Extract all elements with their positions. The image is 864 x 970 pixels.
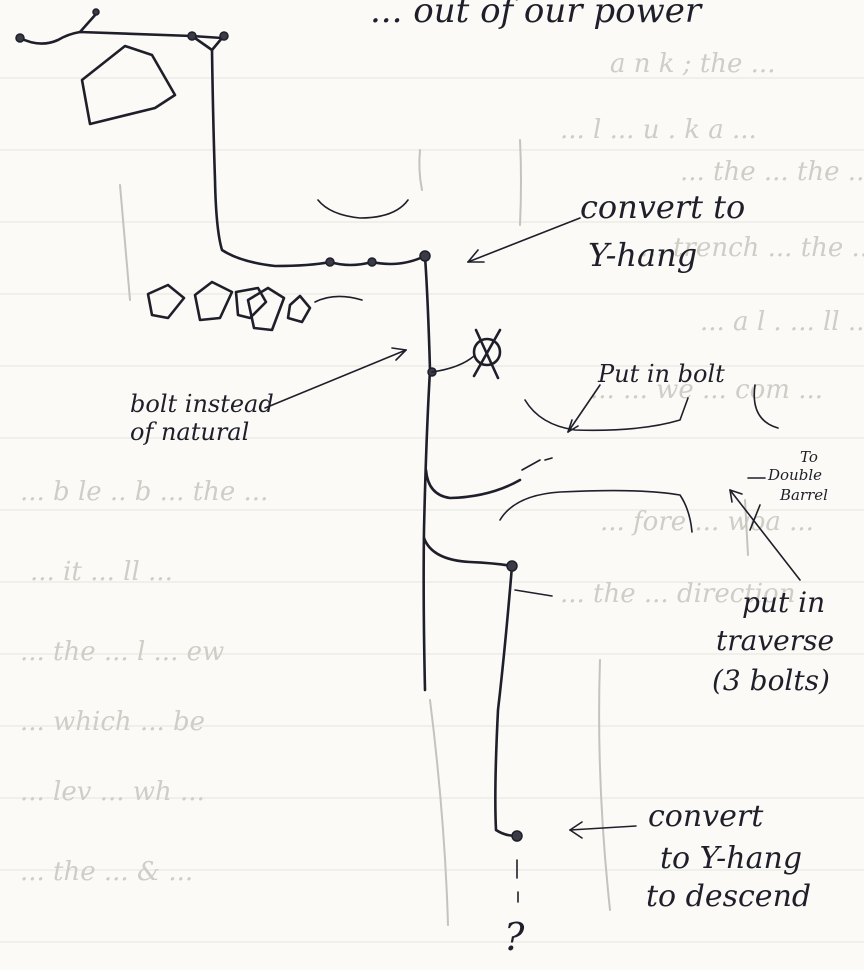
show-through-line: ... lev ... wh ...: [20, 777, 205, 807]
bolt-marker: [16, 34, 24, 42]
question-mark: ?: [504, 915, 525, 959]
bolt-marker: [368, 258, 376, 266]
annotations: convert to Y-hang Put in bolt bolt inste…: [130, 188, 834, 959]
show-through-line: ... a l . ... ll ...: [700, 307, 864, 337]
bolt-marker: [326, 258, 334, 266]
to-double-barrel-label: To: [800, 448, 818, 466]
bolt-marker: [420, 251, 430, 261]
bolt-marker: [512, 831, 522, 841]
traverse-label-3: (3 bolts): [712, 664, 830, 697]
convert-top-label: convert to: [580, 188, 745, 226]
boulders: [82, 46, 362, 330]
convert-bottom-label: convert: [648, 799, 764, 834]
traverse-label-2: traverse: [716, 624, 834, 657]
to-double-barrel-label-3: Barrel: [779, 486, 828, 504]
convert-top-label-2: Y-hang: [588, 236, 697, 274]
show-through-text: a n k ; the ... ... l ... u . k a ... ..…: [20, 49, 864, 887]
bolt-marker: [220, 32, 228, 40]
show-through-line: ... fore ... woa ...: [600, 507, 814, 537]
convert-bottom-label-3: to descend: [646, 879, 811, 914]
show-through-line: ... which ... be: [20, 707, 205, 737]
show-through-line: a n k ; the ...: [610, 49, 775, 79]
show-through-line: ... it ... ll ...: [30, 557, 173, 587]
show-through-line: ... the ... the ...: [680, 157, 864, 187]
rope-line: [20, 14, 520, 902]
bolt-instead-label-2: of natural: [130, 418, 249, 446]
natural-anchor-crossed: [432, 330, 500, 378]
convert-bottom-label-2: to Y-hang: [660, 841, 802, 876]
bolt-marker: [93, 9, 99, 15]
show-through-line: ... b le .. b ... the ...: [20, 477, 268, 507]
show-through-line: ... the ... l ... ew: [20, 637, 224, 667]
bolt-marker: [188, 32, 196, 40]
traverse-label: put in: [742, 586, 825, 619]
bolt-instead-label: bolt instead: [130, 390, 274, 418]
put-in-bolt-label: Put in bolt: [597, 360, 725, 388]
show-through-line: ... l ... u . k a ...: [560, 115, 757, 145]
to-double-barrel-label-2: Double: [767, 466, 822, 484]
bolt-marker: [507, 561, 517, 571]
show-through-line: ... the ... & ...: [20, 857, 193, 887]
header-fragment: ... out of our power: [370, 0, 703, 31]
